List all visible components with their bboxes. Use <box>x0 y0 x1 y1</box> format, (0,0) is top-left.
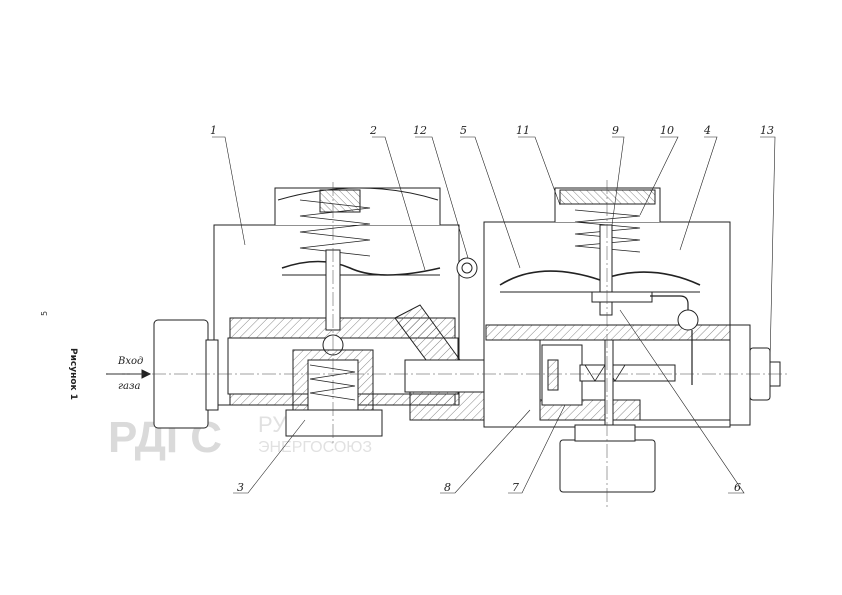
callout-10: 10 <box>660 124 674 137</box>
callout-7: 7 <box>512 481 519 494</box>
callout-5: 5 <box>460 124 467 137</box>
callout-3: 3 <box>237 481 244 494</box>
bottom-plug <box>559 424 656 493</box>
outlet-flange <box>729 324 781 426</box>
inlet-label: Вход газа <box>117 356 143 392</box>
inlet-label-line2: газа <box>118 381 140 392</box>
callout-6: 6 <box>734 481 741 494</box>
inlet-label-line1: Вход <box>117 356 143 367</box>
callout-2: 2 <box>369 124 377 137</box>
centerlines <box>108 180 790 508</box>
leader-lines <box>212 136 776 494</box>
callout-13: 13 <box>760 124 774 137</box>
callout-4: 4 <box>703 124 711 137</box>
callout-11: 11 <box>516 124 530 137</box>
callout-labels: 1 2 12 5 11 9 10 4 13 3 8 7 6 <box>210 124 774 494</box>
watermark-line2: ЭНЕРГОСОЮЗ <box>258 439 372 456</box>
callout-9: 9 <box>612 124 619 137</box>
callout-1: 1 <box>210 124 217 137</box>
callout-8: 8 <box>444 481 451 494</box>
callout-12: 12 <box>413 124 427 137</box>
